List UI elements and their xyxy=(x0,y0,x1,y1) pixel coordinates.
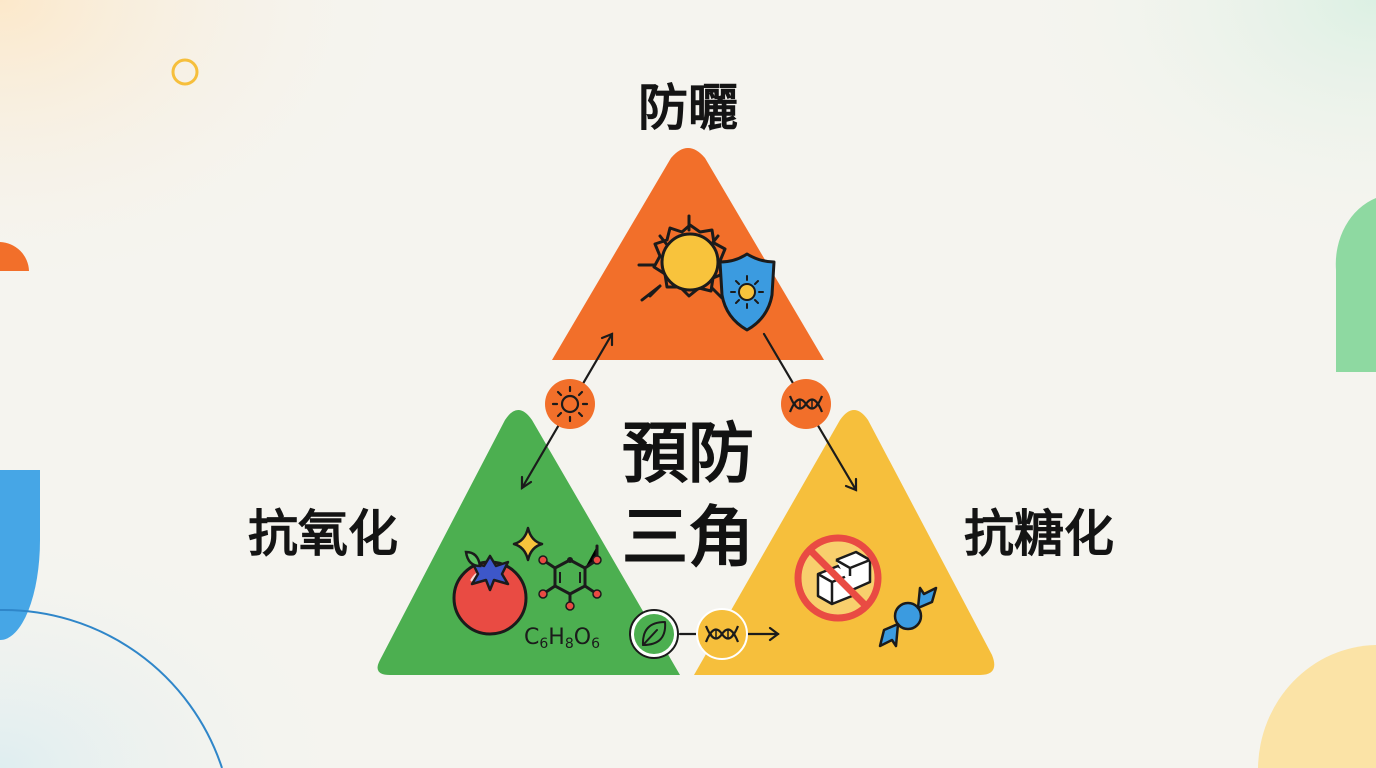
shield-icon xyxy=(718,252,776,332)
candy-icon xyxy=(878,586,938,648)
center-title-line2: 三角 xyxy=(622,499,754,576)
label-sun-protection: 防曬 xyxy=(638,79,738,137)
sun-badge-icon xyxy=(545,379,595,429)
dna-badge-icon xyxy=(781,379,831,429)
sparkle-icon xyxy=(512,526,544,562)
sun-icon xyxy=(637,214,727,302)
molecule-icon xyxy=(538,544,602,611)
leaf-badge-icon xyxy=(629,609,679,659)
label-antioxidant: 抗氧化 xyxy=(248,505,398,563)
vitamin-c-formula: C6H8O6 xyxy=(524,625,600,652)
center-title-line1: 預防 xyxy=(622,415,754,492)
tomato-icon xyxy=(452,550,528,636)
center-title: 預防 三角 xyxy=(622,412,754,580)
no-sugar-icon xyxy=(794,534,882,622)
arrow-left-to-right xyxy=(678,626,780,642)
dna-badge-bottom-icon xyxy=(696,608,748,660)
label-anti-glycation: 抗糖化 xyxy=(964,505,1114,563)
